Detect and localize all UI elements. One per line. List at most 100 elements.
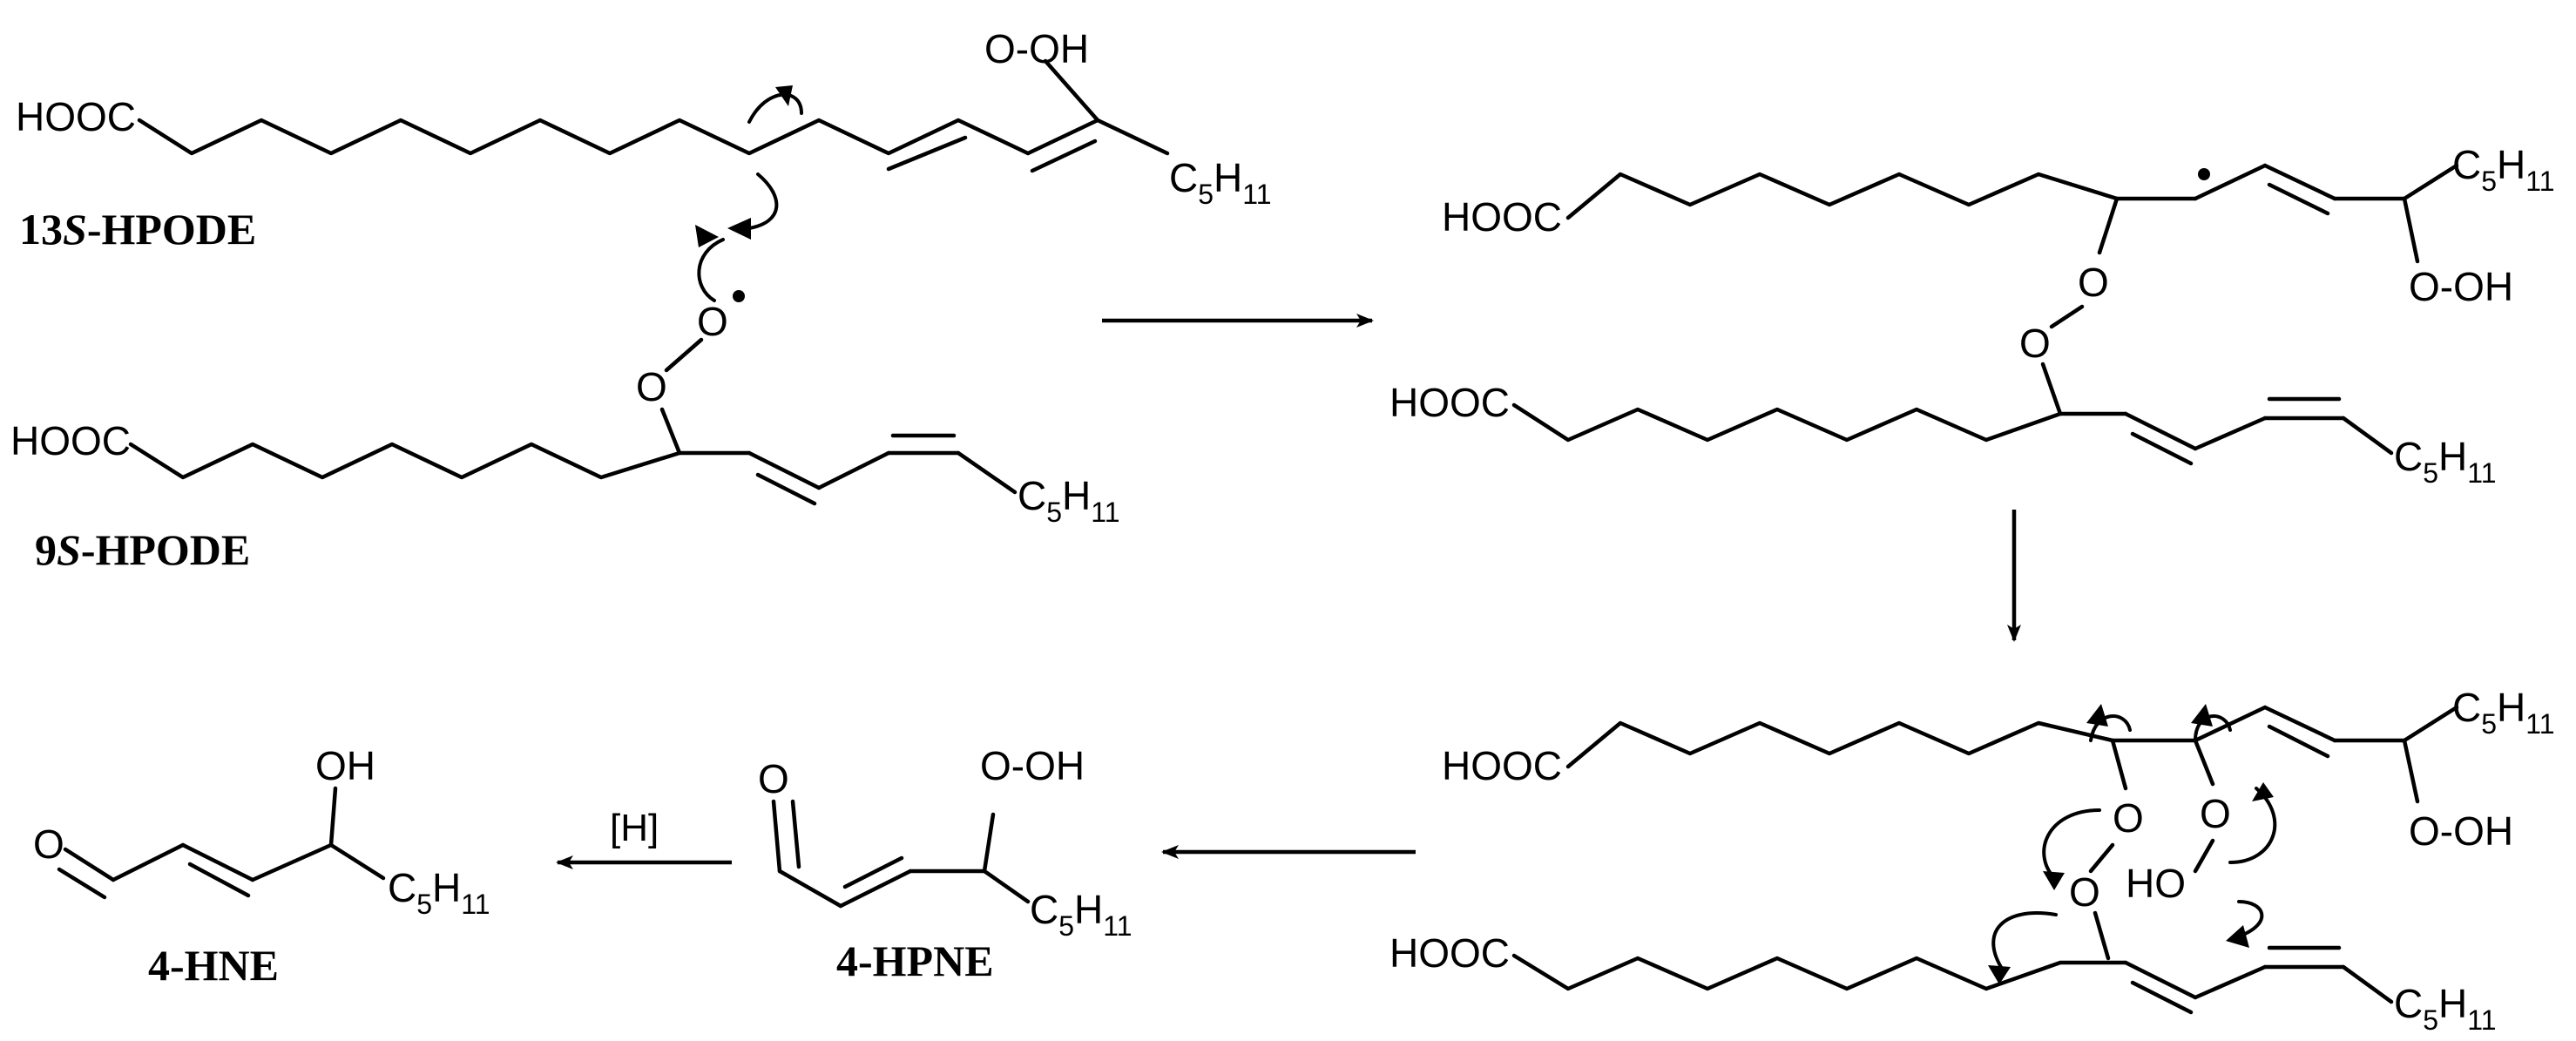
chain-bond [1095, 118, 1170, 156]
chain-bond [2402, 705, 2459, 743]
molecule-4-hne: O C5H11 OH [33, 743, 490, 920]
chain-bond [2262, 705, 2337, 743]
hooc-group: HOOC [1389, 930, 1510, 976]
hydroperoxy-group: O-OH [2409, 808, 2513, 854]
carbon-chain [137, 118, 1031, 156]
hooc-group: HOOC [10, 418, 131, 463]
electron-arrow [747, 92, 803, 124]
pentyl-group: C5H11 [2394, 434, 2496, 489]
arrowhead-icon [727, 218, 751, 240]
hydroxyl-group: HO [2126, 861, 2186, 906]
double-bond-trans [2267, 724, 2330, 759]
chain-bond [328, 842, 386, 881]
electron-arrow [1991, 911, 2058, 973]
electron-arrow [2194, 714, 2232, 742]
c-o-bond [982, 812, 996, 874]
c-o-bond [2093, 910, 2111, 961]
chain-bond [2262, 163, 2337, 201]
c-o-bond [659, 407, 682, 456]
fragmentation-intermediate: HOOC C5H11 O-OH O O O HO HOOC [1389, 685, 2554, 1036]
electron-arrow [2042, 808, 2101, 882]
hydroperoxy-group: O-OH [980, 743, 1085, 788]
double-bond-cis [886, 135, 968, 172]
arrowhead-icon [1988, 965, 2011, 984]
molecule-9s-hpode: HOOC C5H11 [10, 418, 1119, 528]
pentyl-group: C5H11 [2394, 981, 2496, 1036]
o-o-bond [664, 337, 704, 373]
pentyl-group: C5H11 [2452, 685, 2554, 740]
electron-arrow [697, 238, 725, 302]
oxygen-atom: O [2113, 795, 2144, 841]
carbon-chain [1565, 172, 2120, 220]
arrowhead-icon [695, 225, 719, 247]
chain-bond [2193, 416, 2268, 451]
reagent-label: [H] [610, 807, 659, 849]
arrowhead-icon [2086, 704, 2108, 727]
carbon-chain [1511, 953, 2128, 991]
hooc-group: HOOC [1442, 194, 1562, 240]
double-bond-trans [755, 472, 817, 506]
c-o-bond [2193, 738, 2215, 787]
hydroperoxy-group: O-OH [2409, 264, 2513, 309]
hooc-group: HOOC [16, 94, 136, 139]
radical-dot [2198, 168, 2210, 180]
oxygen-atom: O [2078, 260, 2109, 305]
arrowhead-icon [2226, 925, 2249, 948]
hydroxyl-group: OH [315, 743, 375, 788]
oxygen-atom: O [636, 364, 667, 409]
oxygen-atom: O [2200, 791, 2231, 836]
arrowhead-icon [2043, 871, 2065, 890]
double-bond-trans [2130, 431, 2194, 466]
electron-arrow [2228, 787, 2277, 864]
hooc-group: HOOC [1442, 743, 1562, 788]
pentyl-group: C5H11 [1169, 155, 1271, 210]
o-o-bond [2088, 842, 2115, 874]
radical-dot [733, 290, 745, 302]
c-o-bond [2402, 196, 2420, 264]
aldehyde-double-bond [57, 867, 107, 900]
oxygen-atom: O [2019, 321, 2051, 366]
o-o-bond [2193, 838, 2215, 874]
c-o-bond [2040, 362, 2063, 416]
c-o-bond [2110, 738, 2128, 791]
label-4-hne: 4-HNE [148, 941, 279, 990]
chain-bond [2341, 964, 2394, 1004]
hooc-group: HOOC [1389, 380, 1510, 425]
arrowhead-icon [2252, 782, 2274, 801]
pentyl-group: C5H11 [388, 865, 490, 920]
carbon-chain [1565, 720, 2115, 769]
chain-bond [2123, 960, 2198, 1000]
peroxyl-radical: O O [636, 225, 745, 456]
o-o-bond [2049, 304, 2085, 329]
c-o-bond [2402, 738, 2420, 804]
chain-bond [838, 869, 913, 909]
label-13s-hpode: 13S-HPODE [19, 205, 256, 253]
chain-bond [777, 869, 843, 909]
chain-bond [956, 450, 1018, 495]
molecule-4-hpne: O C5H11 O-OH [758, 743, 1132, 942]
chain-bond [2123, 411, 2198, 451]
hydroperoxy-group: O-OH [984, 26, 1089, 71]
chain-bond [2402, 163, 2459, 201]
chain-bond [2193, 705, 2268, 743]
aldehyde-double-bond [790, 799, 801, 869]
pentyl-group: C5H11 [1030, 887, 1132, 942]
aldehyde-bond [63, 847, 116, 882]
chain-bond [2341, 416, 2394, 456]
oxygen-atom: O [2069, 869, 2100, 915]
chain-bond [816, 450, 891, 490]
pentyl-group: C5H11 [1018, 473, 1119, 528]
chain-bond [2193, 964, 2268, 1000]
carbonyl-oxygen: O [758, 756, 789, 801]
aldehyde-bond [771, 799, 782, 874]
double-bond-trans [187, 862, 251, 898]
carbon-chain [128, 442, 752, 480]
carbon-chain [1511, 402, 2128, 443]
peroxide-dimer: HOOC C5H11 O-OH O O HOOC C5H11 [1389, 142, 2554, 489]
arrowhead-icon [2191, 704, 2213, 727]
c-o-bond [2097, 196, 2120, 255]
chain-bond [1025, 118, 1100, 156]
chain-bond [180, 842, 255, 882]
oxygen-atom: O [697, 299, 728, 344]
